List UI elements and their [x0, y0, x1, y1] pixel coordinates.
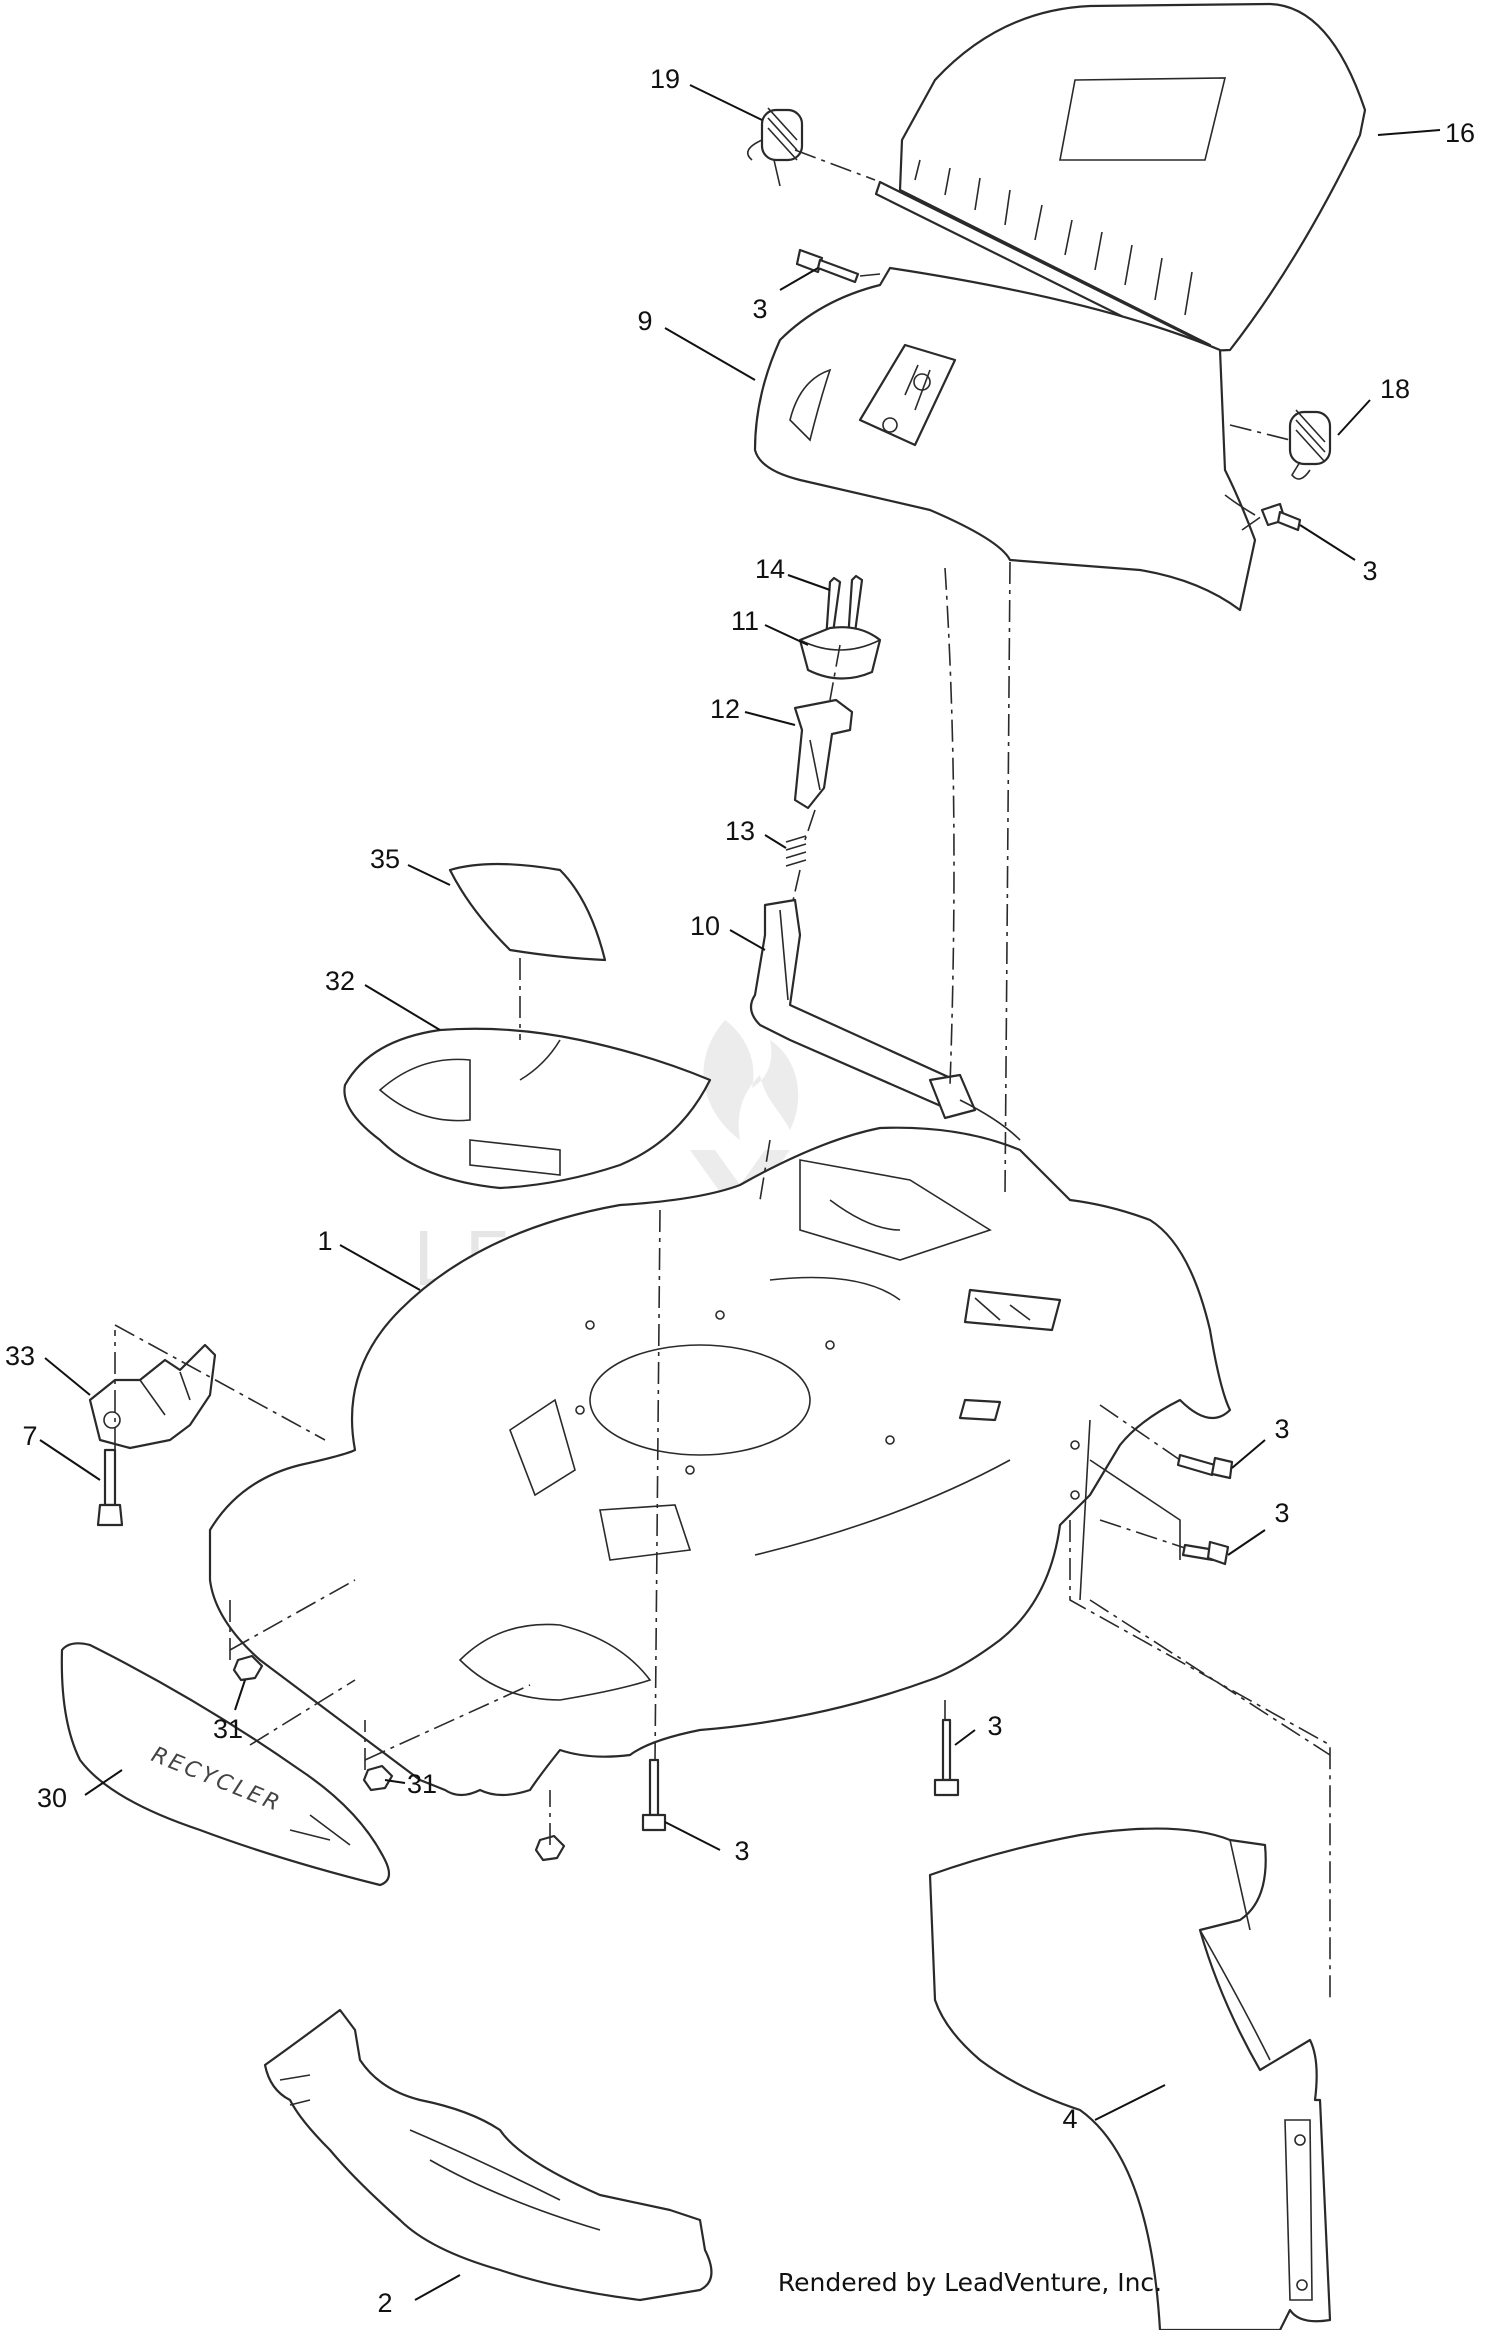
part-33-bracket	[88, 1343, 217, 1450]
callout-30: 30	[37, 1783, 67, 1813]
part-31-nut-left	[232, 1654, 264, 1682]
callout-14: 14	[755, 554, 785, 584]
callout-11: 11	[731, 606, 759, 636]
callout-2: 2	[377, 2288, 392, 2318]
part-31-nut-right	[362, 1764, 566, 1862]
callout-1: 1	[317, 1226, 332, 1256]
callout-3: 3	[1274, 1414, 1289, 1444]
part-32-front-shield	[343, 1027, 712, 1190]
part-18-spring	[1288, 409, 1332, 480]
screw-3-deck-lower	[1181, 1540, 1230, 1566]
callout-35: 35	[370, 844, 400, 874]
footer-credit: Rendered by LeadVenture, Inc.	[0, 2268, 1500, 2308]
part-16-discharge-door	[874, 2, 1367, 364]
callout-7: 7	[22, 1421, 37, 1451]
part-4-discharge-chute	[928, 1827, 1332, 2330]
callout-3: 3	[987, 1711, 1002, 1741]
part-30-front-trim: RECYCLER	[60, 1642, 391, 1887]
part-7-bolt	[96, 1448, 124, 1527]
callout-32: 32	[325, 966, 355, 996]
part-35-pad	[448, 862, 607, 962]
callout-16: 16	[1445, 118, 1475, 148]
callout-4: 4	[1062, 2104, 1077, 2134]
callout-10: 10	[690, 911, 720, 941]
screw-3-deck-bottom-center	[641, 1758, 667, 1832]
callout-12: 12	[710, 694, 740, 724]
callout-3: 3	[1362, 556, 1377, 586]
callout-3: 3	[734, 1836, 749, 1866]
callout-labels: 19 16 3 9 18 3 14 11 12 13 10 35 32 1 33…	[5, 64, 1475, 2318]
screw-3-right	[1224, 494, 1302, 532]
part-19-spring	[746, 107, 804, 187]
footer-credit-text: Rendered by LeadVenture, Inc.	[777, 2268, 1163, 2297]
alignment-lines	[114, 149, 1331, 2000]
part-1-deck	[208, 1126, 1232, 1797]
callout-31: 31	[407, 1769, 437, 1799]
callout-leaders	[39, 84, 1441, 2301]
part-12-adjuster-slide	[793, 698, 854, 810]
callout-33: 33	[5, 1341, 35, 1371]
callout-31: 31	[213, 1714, 243, 1744]
callout-13: 13	[725, 816, 755, 846]
part-9-rear-bracket	[753, 266, 1257, 612]
callout-9: 9	[637, 306, 652, 336]
part-11-knob	[798, 626, 882, 680]
callout-3: 3	[752, 294, 767, 324]
callout-18: 18	[1380, 374, 1410, 404]
part-2-baffle	[263, 2008, 713, 2302]
part-13-spring	[785, 835, 807, 867]
screw-3-upper	[795, 248, 860, 284]
callout-3: 3	[1274, 1498, 1289, 1528]
screw-3-deck-bottom-right	[933, 1718, 960, 1797]
screw-3-deck-upper	[1176, 1453, 1234, 1480]
callout-19: 19	[650, 64, 680, 94]
